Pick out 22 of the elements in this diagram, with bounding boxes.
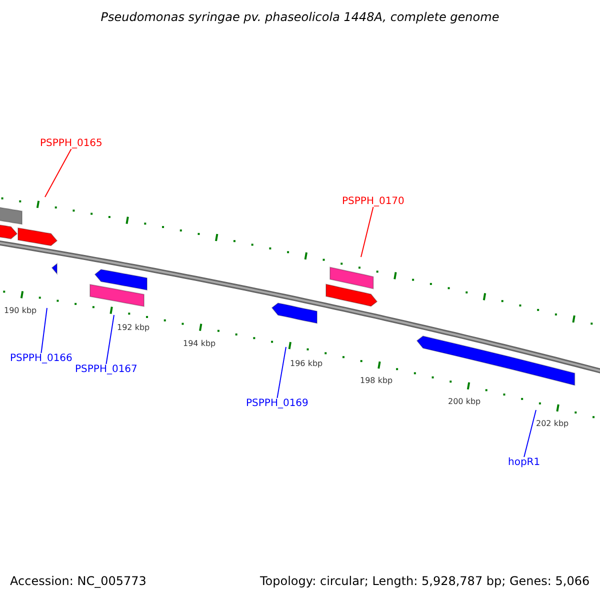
scale-label: 202 kbp <box>536 420 569 429</box>
leader-line <box>276 346 286 398</box>
leader-line <box>44 148 72 198</box>
leader-line <box>106 314 114 364</box>
leader-line <box>360 206 374 258</box>
scale-label: 194 kbp <box>183 340 216 349</box>
scale-label: 200 kbp <box>448 398 481 407</box>
footer-text: Topology: circular; Length: 5,928,787 bp; Genes: 5,066 <box>260 575 590 588</box>
gene-label: hopR1 <box>508 457 540 468</box>
scale-label: 190 kbp <box>4 307 37 316</box>
gene-label: PSPPH_0170 <box>342 196 404 207</box>
footer-text: Accession: NC_005773 <box>10 575 146 588</box>
gene-label: PSPPH_0167 <box>75 364 138 375</box>
leader-line <box>40 308 48 354</box>
leader-line <box>524 410 536 458</box>
scale-label: 192 kbp <box>117 324 150 333</box>
scale-label: 198 kbp <box>360 377 393 386</box>
gene-label: PSPPH_0169 <box>246 398 308 409</box>
gene-label: PSPPH_0165 <box>40 138 102 149</box>
map-title: Pseudomonas syringae pv. phaseolicola 1448A, complete genome <box>100 11 500 24</box>
gene-label: PSPPH_0166 <box>10 353 72 364</box>
scale-label: 196 kbp <box>290 360 323 369</box>
